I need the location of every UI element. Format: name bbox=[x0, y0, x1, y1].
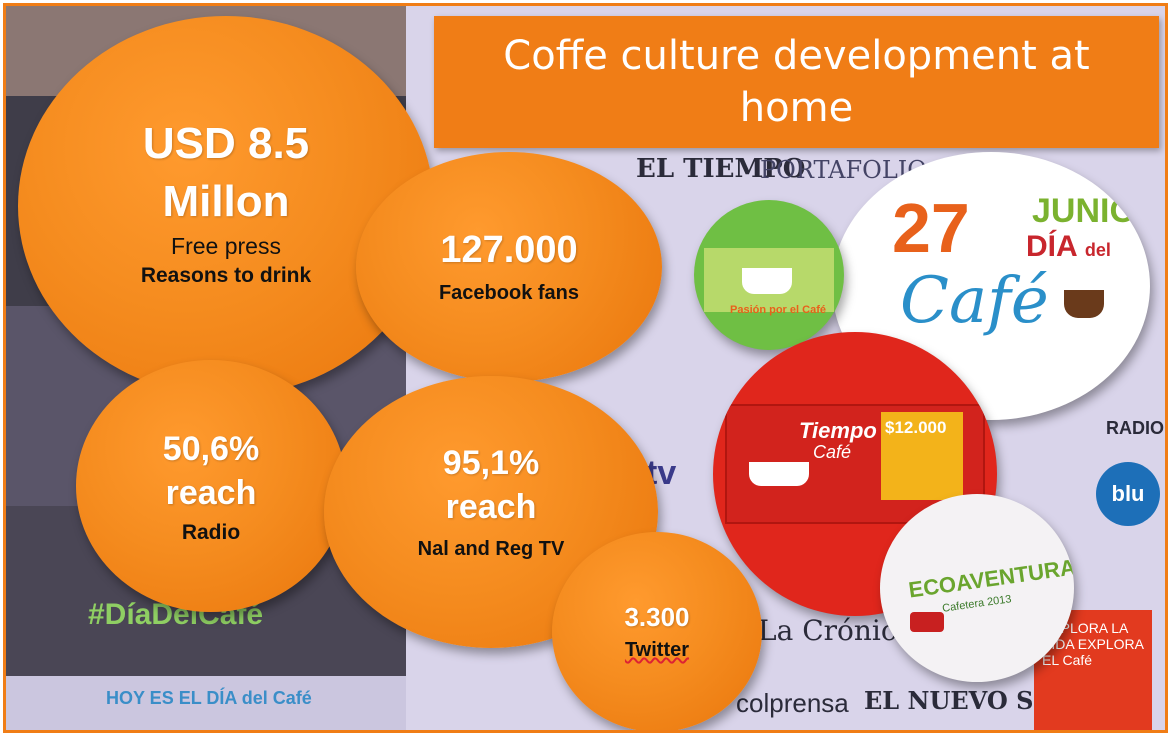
radio-logo: RADIO bbox=[1106, 418, 1164, 438]
facebook-value: 127.000 bbox=[440, 229, 578, 271]
free-press-value: USD 8.5 Millon bbox=[142, 118, 310, 226]
twitter-value: 3.300 bbox=[624, 602, 690, 632]
tiempo-cafe-badge: Tiempo Café $12.000 bbox=[713, 332, 997, 616]
twitter-bubble: 3.300 Twitter bbox=[552, 532, 762, 730]
coffee-cups-icon bbox=[749, 462, 809, 486]
badge-dia-text: DÍA bbox=[1026, 230, 1077, 263]
tv-label: Nal and Reg TV bbox=[417, 538, 565, 560]
badge-dia: DÍA del bbox=[1026, 230, 1111, 264]
coffee-cup-icon bbox=[1064, 290, 1104, 318]
jeep-icon bbox=[910, 612, 944, 632]
cups-icon bbox=[742, 268, 792, 294]
badge-month: JUNIO bbox=[1032, 192, 1136, 230]
el-tiempo-logo: EL TIEMPO bbox=[636, 154, 806, 184]
ecoaventura-badge: ECOAVENTURA Cafetera 2013 bbox=[880, 494, 1074, 682]
free-press-bubble: USD 8.5 Millon Free press Reasons to dri… bbox=[18, 16, 434, 396]
badge-cafe-script: Café bbox=[900, 264, 1049, 338]
tiempo-price-box bbox=[881, 412, 963, 500]
hoy-cafe-logo: HOY ES EL DÍA del Café bbox=[106, 688, 312, 708]
pasion-text: Pasión por el Café bbox=[730, 304, 826, 316]
blu-radio-logo: blu bbox=[1096, 462, 1160, 526]
slide-title: Coffe culture development at home bbox=[434, 16, 1159, 148]
free-press-label: Free press bbox=[171, 232, 281, 259]
tv-value: 95,1% reach bbox=[442, 444, 540, 526]
tiempo-brand: Tiempo bbox=[799, 418, 877, 443]
twitter-label: Twitter bbox=[624, 639, 690, 661]
tiempo-cafe: Café bbox=[813, 442, 852, 462]
pasion-cafe-badge: Pasión por el Café bbox=[694, 200, 844, 350]
title-text: Coffe culture development at home bbox=[503, 33, 1090, 131]
slide: #DíaDelCafé HOY ES EL DÍA del Café EL TI… bbox=[3, 3, 1168, 733]
reasons-label: Reasons to drink bbox=[140, 263, 312, 287]
badge-del-text: del bbox=[1084, 240, 1111, 260]
explora-text: EXPLORA LA VIDA EXPLORA EL Café bbox=[1042, 620, 1144, 668]
facebook-bubble: 127.000 Facebook fans bbox=[356, 152, 662, 382]
facebook-label: Facebook fans bbox=[438, 282, 580, 304]
colprensa-logo: colprensa bbox=[736, 688, 849, 718]
radio-bubble: 50,6% reach Radio bbox=[76, 360, 346, 612]
tiempo-price: $12.000 bbox=[885, 418, 947, 437]
radio-label: Radio bbox=[181, 521, 241, 544]
badge-day: 27 bbox=[892, 189, 970, 267]
radio-value: 50,6% reach bbox=[162, 430, 260, 512]
blu-label: blu bbox=[1111, 481, 1145, 506]
